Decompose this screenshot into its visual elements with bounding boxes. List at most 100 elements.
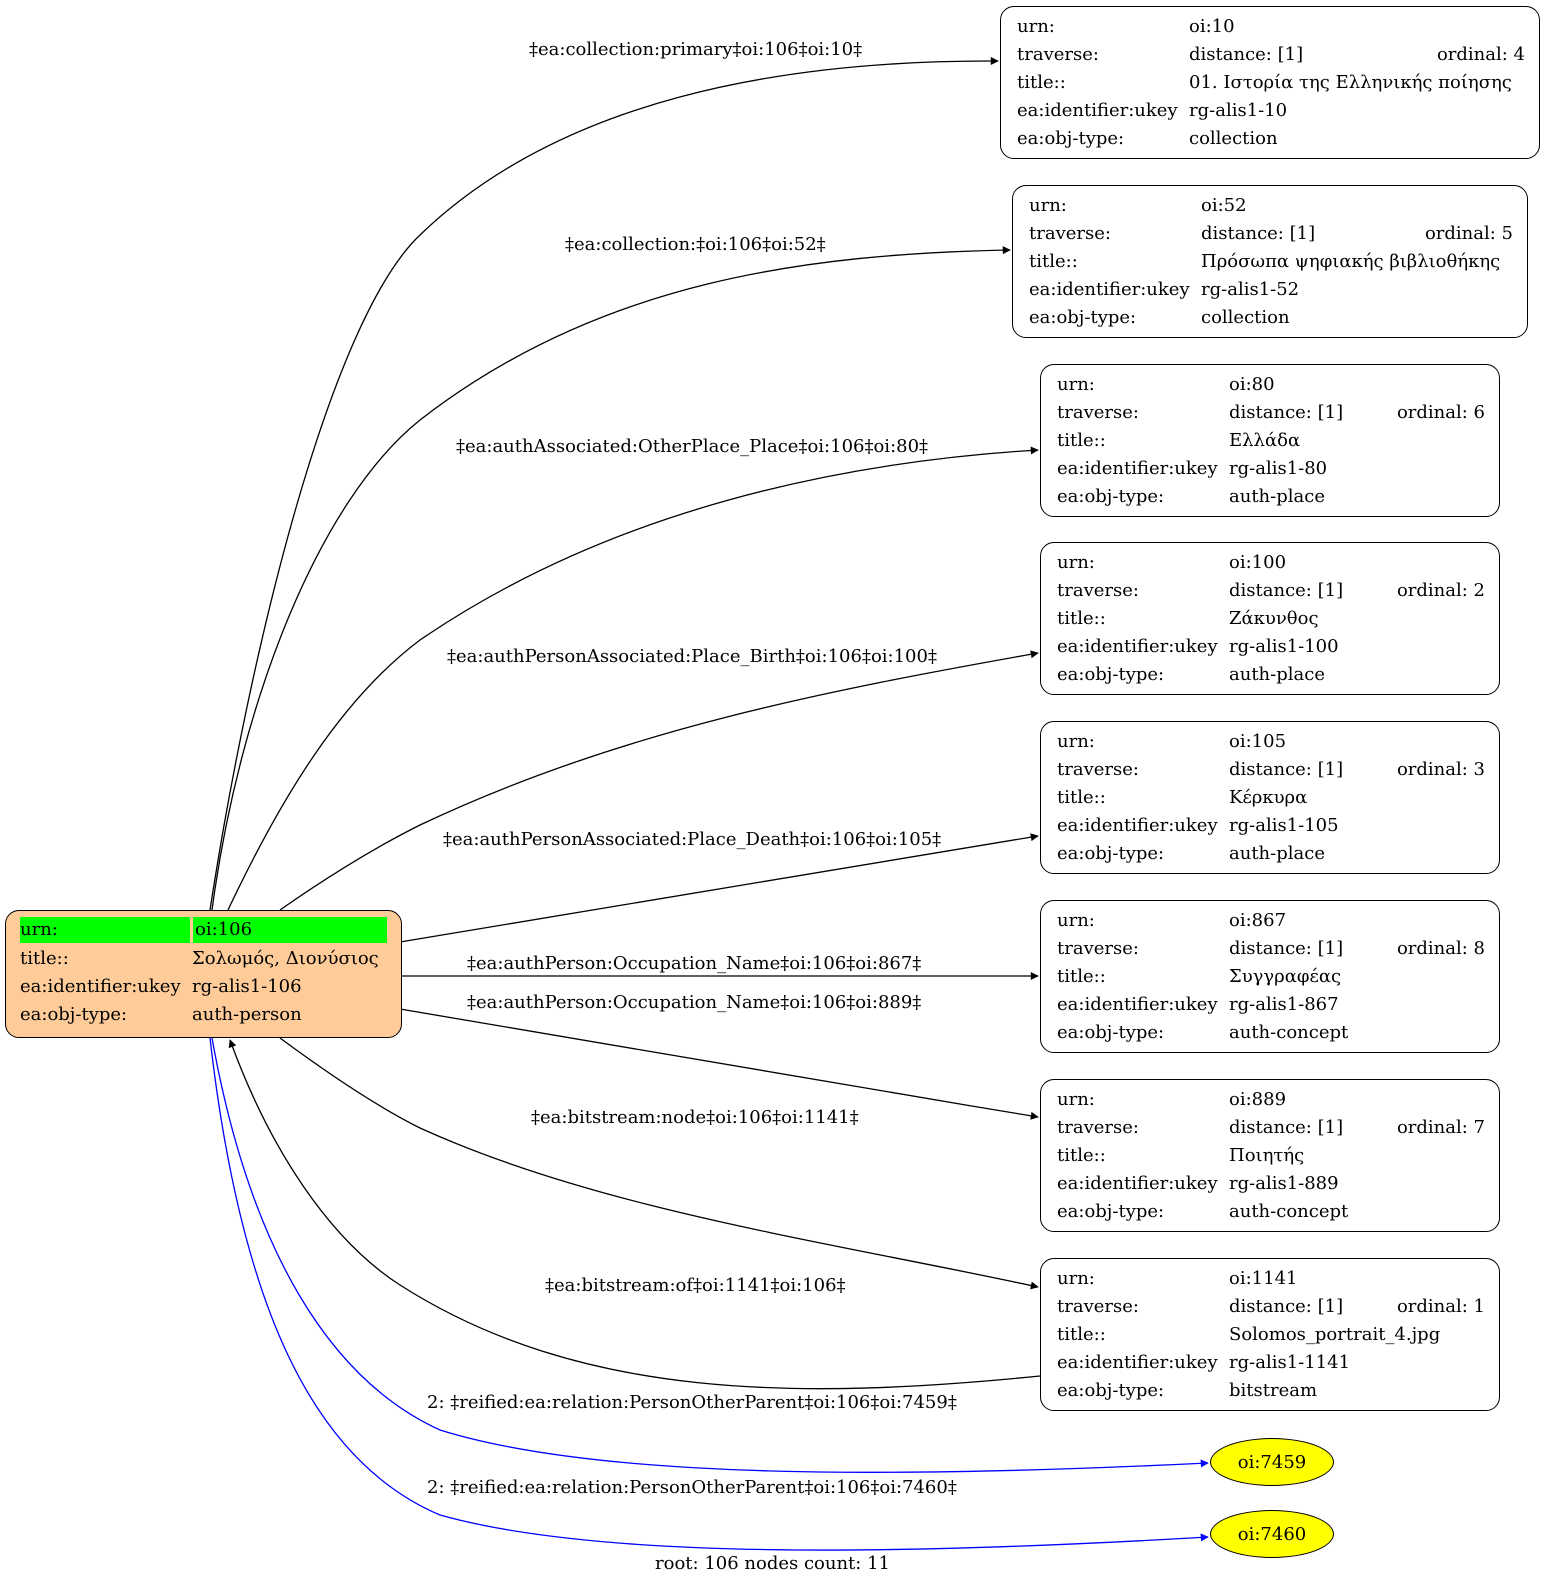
root-objtype-row: ea:obj-type: auth-person [20,1001,387,1029]
edge-reified-7460 [209,1037,1209,1551]
field-label: traverse: [1029,223,1111,244]
node-urn: oi:1141 [1229,1268,1298,1289]
node-title-row: title::Συγγραφέας [1057,963,1485,991]
field-label: ea:obj-type: [1057,1022,1165,1043]
root-title-value: Σολωμός, Διονύσιος [192,948,379,969]
field-label: ea:identifier:ukey [1057,815,1218,836]
node-urn-row: urn:oi:80 [1057,371,1485,399]
node-urn: oi:889 [1229,1089,1287,1110]
edge-label-occupation-889: ‡ea:authPerson:Occupation_Name‡oi:106‡oi… [467,992,922,1013]
node-objtype-row: ea:obj-type:collection [1029,304,1513,332]
node-traverse-row: traverse:distance: [1]ordinal: 5 [1029,220,1513,248]
edge-label-place-birth: ‡ea:authPersonAssociated:Place_Birth‡oi:… [447,646,937,667]
field-label: urn: [1057,910,1095,931]
node-urn: oi:100 [1229,552,1287,573]
root-objtype-value: auth-person [192,1004,302,1025]
node-objtype-row: ea:obj-type:auth-place [1057,661,1485,689]
root-node[interactable]: urn: oi:106 title:: Σολωμός, Διονύσιος e… [5,910,402,1038]
node-oi-80[interactable]: urn:oi:80 traverse: distance: [1] ordinal:… [1040,364,1500,517]
field-label: urn: [1057,1268,1095,1289]
node-oi-7460[interactable]: oi:7460 [1210,1510,1334,1558]
graph-footer: root: 106 nodes count: 11 [655,1553,890,1574]
field-label: title:: [1057,787,1106,808]
node-traverse-row: traverse:distance: [1]ordinal: 4 [1017,41,1525,69]
root-ukey-key: ea:identifier:ukey [20,976,181,997]
field-label: ea:identifier:ukey [1057,636,1218,657]
node-oi-1141[interactable]: urn:oi:1141 traverse:distance: [1]ordina… [1040,1258,1500,1411]
field-label: ea:obj-type: [1017,128,1125,149]
field-label: traverse: [1057,580,1139,601]
node-traverse-row: traverse:distance: [1]ordinal: 8 [1057,935,1485,963]
node-oi-100[interactable]: urn: oi:100 traverse: distance: [1] ordinal… [1040,542,1500,695]
node-objtype: auth-place [1229,664,1325,685]
edge-place-birth [279,650,1039,911]
edge-label-reified-7459: 2: ‡reified:ea:relation:PersonOtherParen… [427,1392,957,1413]
node-urn-row: urn: oi:1141 [1057,1265,1485,1293]
node-title-row: title::Κέρκυρα [1057,784,1485,812]
node-distance: distance: [1] [1229,938,1344,959]
node-objtype: bitstream [1229,1380,1318,1401]
node-oi-889[interactable]: urn:oi:889 traverse:distance: [1]ordinal… [1040,1079,1500,1232]
node-objtype-row: ea:obj-type: collection [1017,125,1525,153]
node-objtype-row: ea:obj-type:auth-place [1057,483,1485,511]
node-title: Ελλάδα [1229,430,1301,451]
node-title: Ποιητής [1229,1145,1305,1166]
node-title-row: title::Πρόσωπα ψηφιακής βιβλιοθήκης [1029,248,1513,276]
field-label: title:: [1057,608,1106,629]
field-label: urn: [1057,552,1095,573]
node-urn-row: urn:oi:52 [1029,192,1513,220]
field-label: title:: [1057,430,1106,451]
node-oi-7459[interactable]: oi:7459 [1210,1438,1334,1486]
node-ukey: rg-alis1-867 [1229,994,1339,1015]
node-objtype-row: ea:obj-type: bitstream [1057,1377,1485,1405]
node-title: Συγγραφέας [1229,966,1342,987]
node-ukey: rg-alis1-889 [1229,1173,1339,1194]
field-label: urn: [1057,731,1095,752]
node-ordinal: ordinal: 6 [1396,402,1485,423]
node-objtype: collection [1189,128,1278,149]
node-ukey: rg-alis1-52 [1201,279,1300,300]
field-label: title:: [1057,1324,1106,1345]
node-title: Κέρκυρα [1229,787,1308,808]
node-objtype: auth-concept [1229,1201,1349,1222]
node-oi-867[interactable]: urn:oi:867 traverse:distance: [1]ordinal… [1040,900,1500,1053]
node-objtype: collection [1201,307,1290,328]
edge-label-occupation-867: ‡ea:authPerson:Occupation_Name‡oi:106‡oi… [467,953,922,974]
node-ordinal: ordinal: 2 [1396,580,1485,601]
field-label: title:: [1057,1145,1106,1166]
node-ordinal: ordinal: 8 [1396,938,1485,959]
edge-label-collection: ‡ea:collection:‡oi:106‡oi:52‡ [565,234,826,255]
field-label: ea:obj-type: [1057,843,1165,864]
field-label: title:: [1057,966,1106,987]
node-objtype-row: ea:obj-type:auth-concept [1057,1198,1485,1226]
node-ukey: rg-alis1-105 [1229,815,1339,836]
field-label: ea:identifier:ukey [1057,1173,1218,1194]
node-urn: oi:105 [1229,731,1287,752]
edge-label-place-death: ‡ea:authPersonAssociated:Place_Death‡oi:… [443,829,942,850]
node-urn: oi:867 [1229,910,1287,931]
field-label: urn: [1057,374,1095,395]
node-oi-105[interactable]: urn:oi:105 traverse:distance: [1]ordinal… [1040,721,1500,874]
node-distance: distance: [1] [1229,402,1344,423]
node-traverse-row: traverse: distance: [1] ordinal: 6 [1057,399,1485,427]
node-distance: distance: [1] [1229,1296,1344,1317]
node-ukey-row: ea:identifier:ukey rg-alis1-889 [1057,1170,1485,1198]
node-distance: distance: [1] [1229,580,1344,601]
node-urn: oi:10 [1189,16,1235,37]
root-title-row: title:: Σολωμός, Διονύσιος [20,945,387,973]
field-label: traverse: [1057,402,1139,423]
field-label: traverse: [1017,44,1099,65]
node-title-row: title::Ζάκυνθος [1057,605,1485,633]
field-label: ea:obj-type: [1057,1380,1165,1401]
node-oi-52[interactable]: urn:oi:52 traverse:distance: [1]ordinal:… [1012,185,1528,338]
field-label: ea:identifier:ukey [1057,458,1218,479]
node-ordinal: ordinal: 3 [1396,759,1485,780]
edge-label-bitstream-of: ‡ea:bitstream:of‡oi:1141‡oi:106‡ [545,1275,846,1296]
node-oi-10[interactable]: urn:oi:10 traverse:distance: [1]ordinal:… [1000,6,1540,159]
node-urn-row: urn: oi:105 [1057,728,1485,756]
root-title-key: title:: [20,948,69,969]
